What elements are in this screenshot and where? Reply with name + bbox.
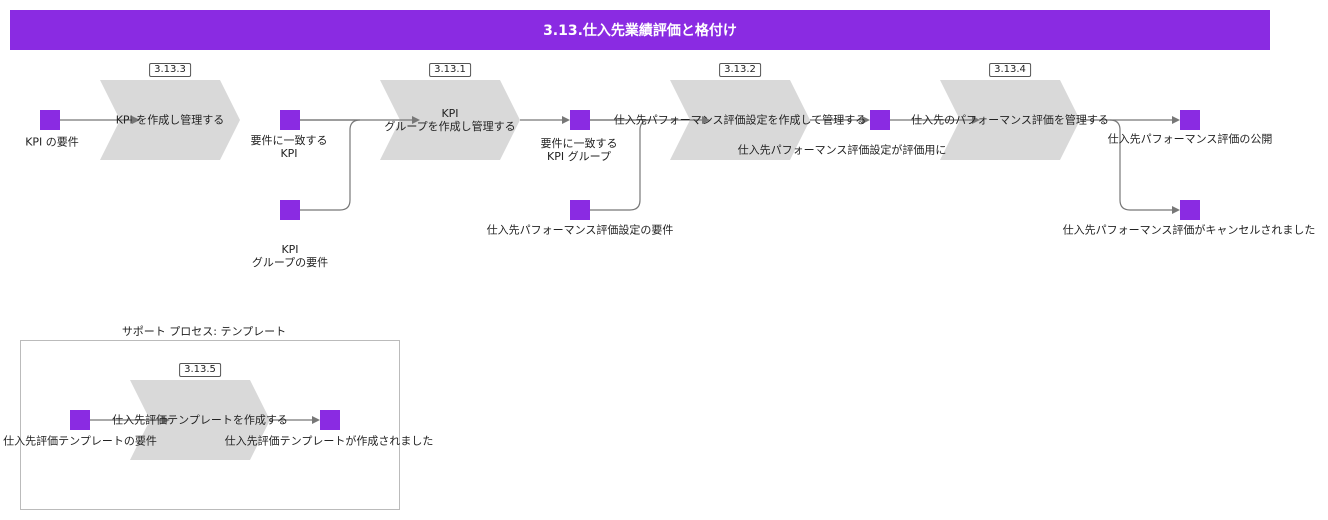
arrowhead: [312, 416, 320, 424]
item-label: 仕入先評価テンプレートの要件: [3, 434, 157, 448]
process-id-badge: 3.13.1: [429, 63, 471, 77]
item-square[interactable]: [40, 110, 60, 130]
process-id-badge: 3.13.5: [179, 363, 221, 377]
item-label: 仕入先パフォーマンス評価がキャンセルされました: [1062, 223, 1316, 237]
process-id-badge: 3.13.2: [719, 63, 761, 77]
item-square[interactable]: [570, 110, 590, 130]
process-label: KPI を作成し管理する: [115, 113, 225, 127]
process-chevron-3.13.3[interactable]: [100, 80, 240, 160]
process-chevron-3.13.5[interactable]: [130, 380, 270, 460]
item-label: 仕入先パフォーマンス評価設定の要件: [486, 223, 674, 237]
item-square[interactable]: [280, 200, 300, 220]
arrowhead: [972, 116, 980, 124]
item-label: 仕入先パフォーマンス評価設定が評価用に: [737, 143, 947, 157]
item-square[interactable]: [1180, 110, 1200, 130]
support-process-title: サポート プロセス: テンプレート: [121, 325, 287, 338]
process-label: KPI グループを作成し管理する: [384, 107, 516, 133]
connector-line: [1109, 119, 1174, 211]
item-square[interactable]: [1180, 200, 1200, 220]
item-square[interactable]: [320, 410, 340, 430]
item-square[interactable]: [280, 110, 300, 130]
arrowhead: [702, 116, 710, 124]
item-label: 仕入先評価テンプレートが作成されました: [224, 434, 434, 448]
item-square[interactable]: [70, 410, 90, 430]
connector-line: [590, 119, 651, 211]
arrowhead: [862, 116, 870, 124]
item-label: 要件に一致する KPI: [250, 134, 328, 160]
item-label: KPI グループの要件: [251, 243, 329, 269]
arrowhead: [562, 116, 570, 124]
process-label: 仕入先評価テンプレートを作成する: [112, 413, 288, 427]
process-label: 仕入先パフォーマンス評価設定を作成して管理する: [613, 113, 867, 127]
arrowhead: [1172, 206, 1180, 214]
page-title: 3.13.仕入先業績評価と格付け: [10, 10, 1270, 50]
arrowhead: [162, 416, 170, 424]
process-label: 仕入先のパフォーマンス評価を管理する: [911, 113, 1109, 127]
arrowhead: [132, 116, 140, 124]
arrowhead: [1172, 116, 1180, 124]
process-id-badge: 3.13.3: [149, 63, 191, 77]
item-label: KPI の要件: [25, 135, 79, 149]
process-chevron-3.13.4[interactable]: [940, 80, 1080, 160]
support-process-box: [20, 340, 400, 510]
item-square[interactable]: [570, 200, 590, 220]
item-square[interactable]: [870, 110, 890, 130]
process-id-badge: 3.13.4: [989, 63, 1031, 77]
process-chevron-3.13.2[interactable]: [670, 80, 810, 160]
item-label: 要件に一致する KPI グループ: [540, 137, 618, 163]
process-chevron-3.13.1[interactable]: [380, 80, 520, 160]
arrowhead: [412, 116, 420, 124]
item-label: 仕入先パフォーマンス評価の公開: [1107, 132, 1273, 146]
